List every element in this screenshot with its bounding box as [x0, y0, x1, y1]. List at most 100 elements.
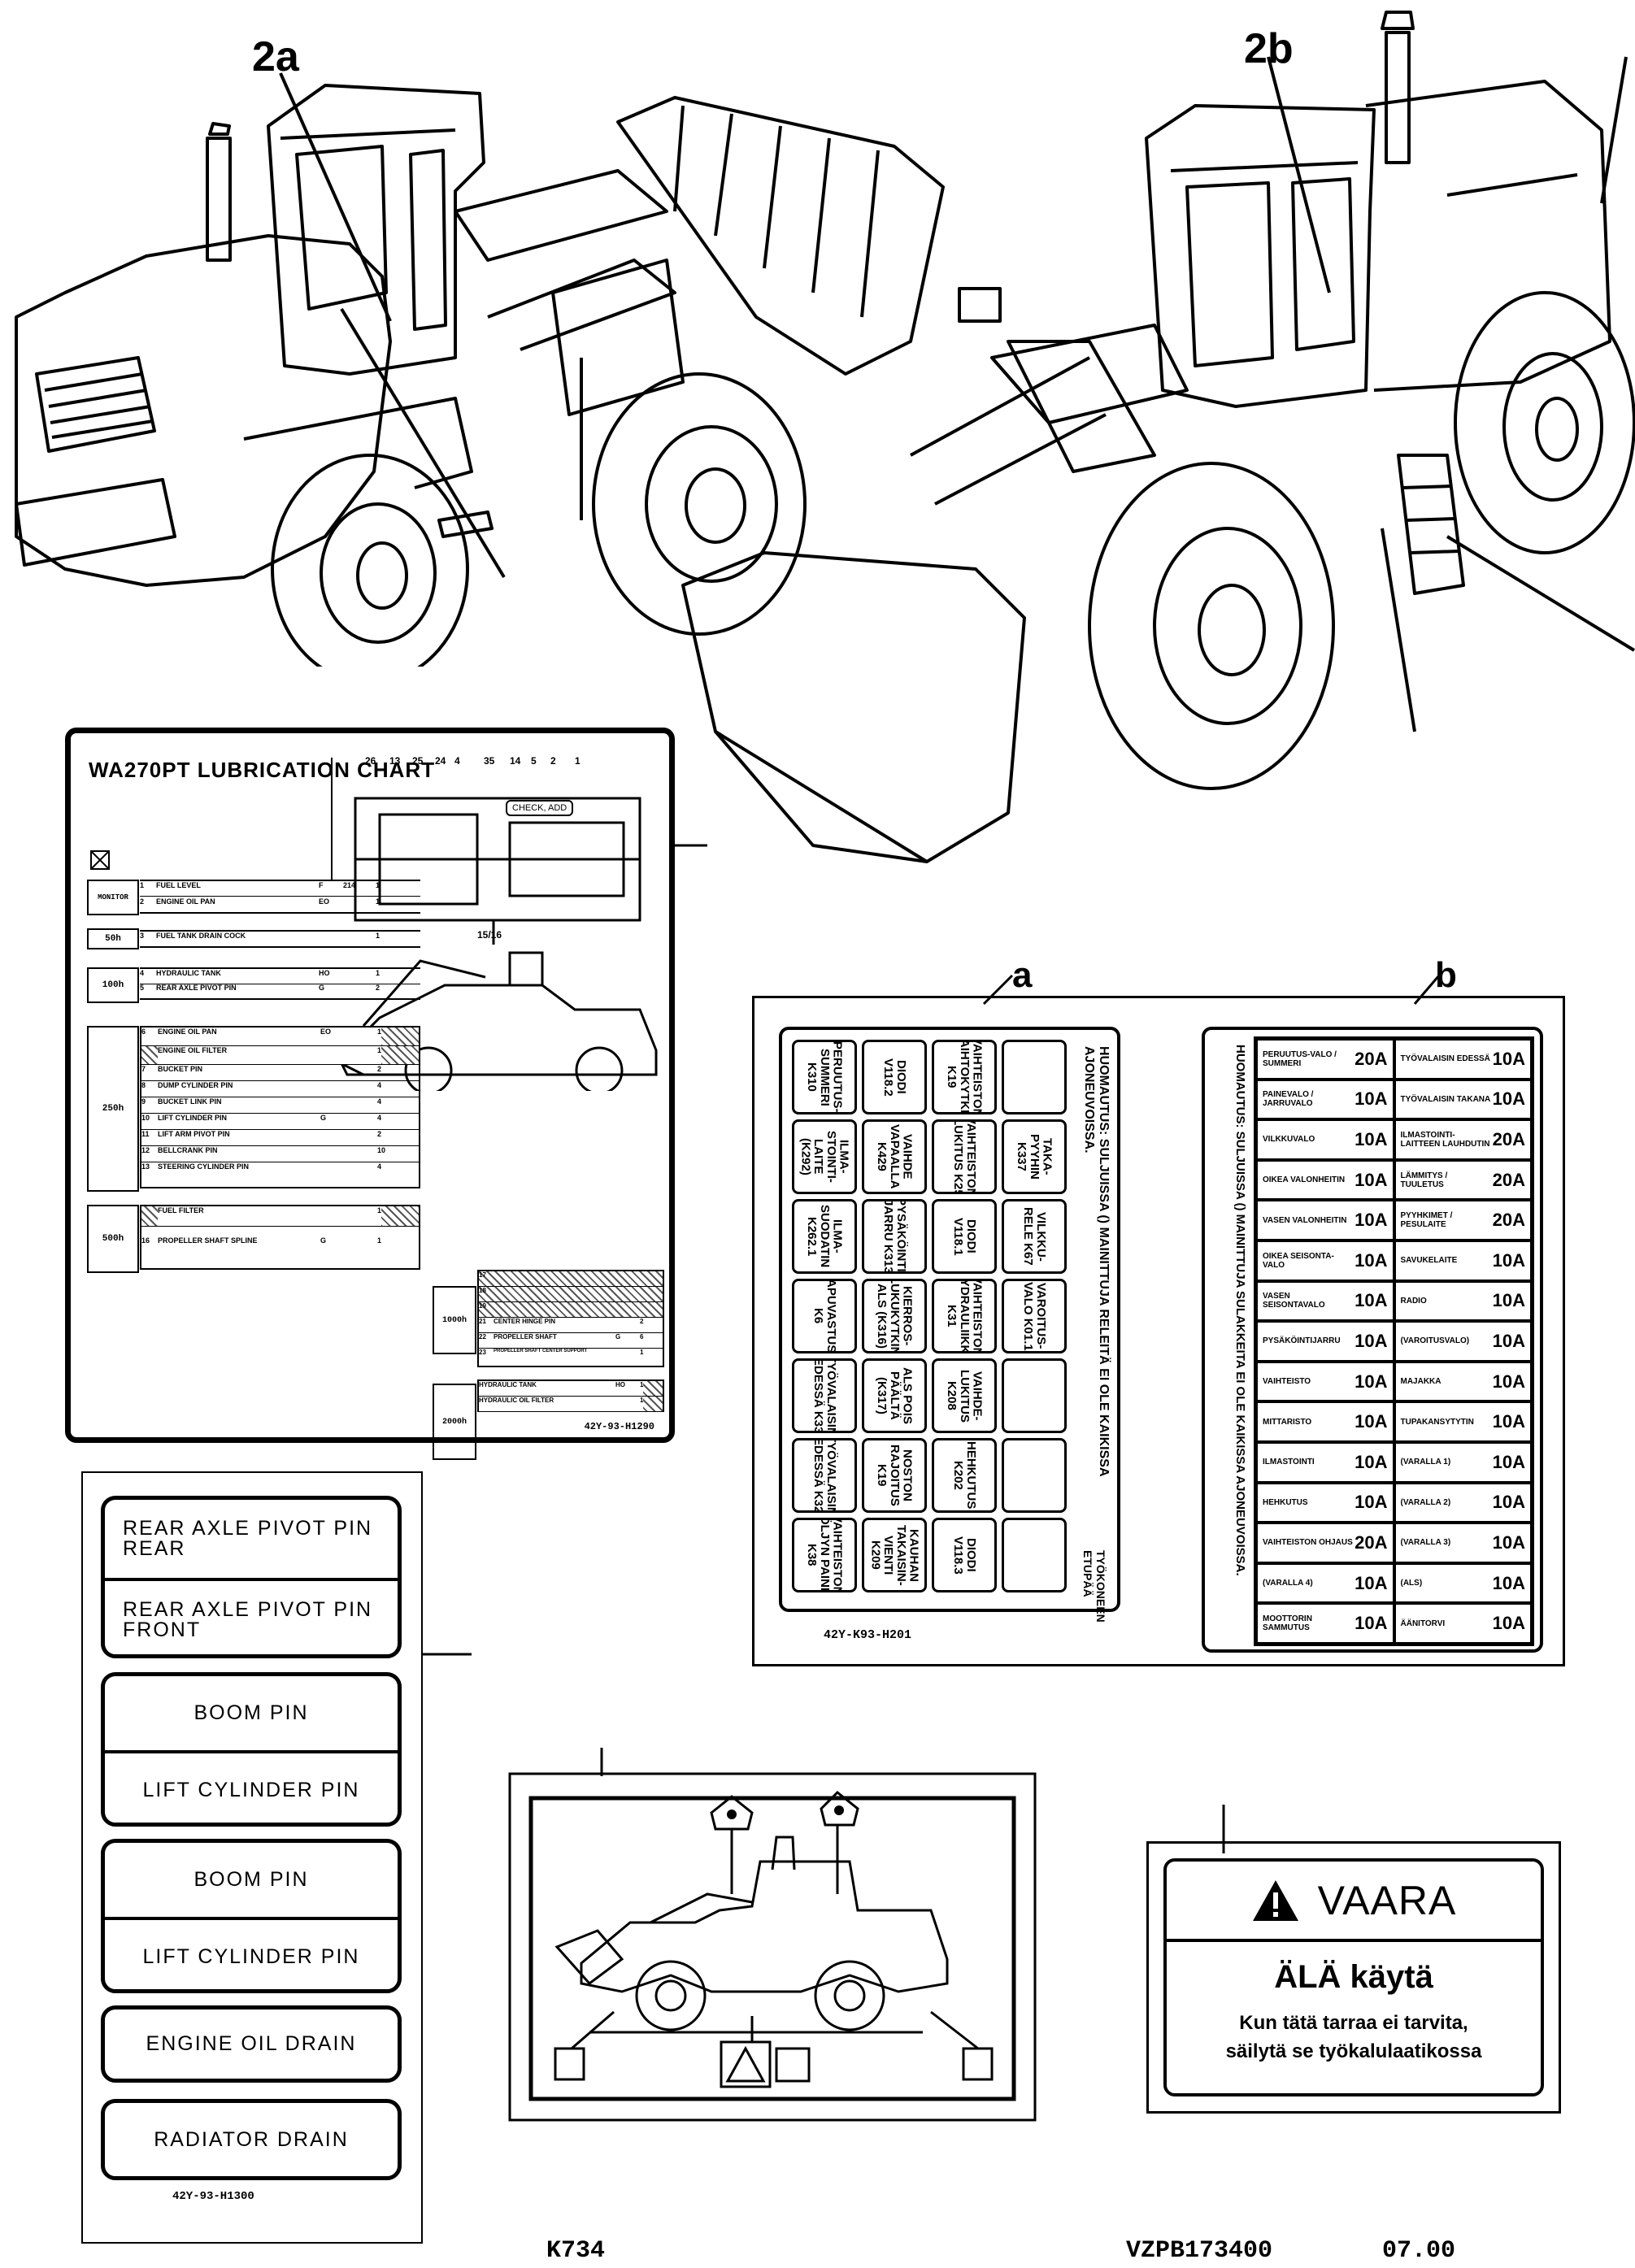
relay-grid: PERUUTUS-SUMMERI K310 DIODI V118.2 VAIHT…	[792, 1040, 1067, 1592]
position-label: 13	[389, 755, 401, 767]
plates-part-no: 42Y-93-H1300	[172, 2190, 254, 2203]
plate-rear-axle-rear: REAR AXLE PIVOT PIN REAR	[105, 1500, 398, 1581]
position-label: 26	[365, 755, 376, 767]
warning-line-1: Kun tätä tarraa ei tarvita,	[1239, 2012, 1468, 2034]
fuse-slot: (VARALLA 1)10A	[1394, 1441, 1532, 1483]
relay-slot: VAIHDE VAPAALLA K429	[862, 1119, 927, 1194]
relay-slot: PYSÄKÖINTI-JARRU K313	[862, 1199, 927, 1274]
relay-slot: VAIHTEISTON HYDRAULIIKKA K31	[932, 1279, 997, 1353]
relay-slot: DIODI V118.3	[932, 1518, 997, 1592]
panel-a-note: HUOMAUTUS: SULJUISSA () MAINITTUJA RELEI…	[1082, 1046, 1111, 1476]
relay-slot: KAUHAN TAKAISIN-VIENTI K209	[862, 1518, 927, 1592]
plate-lift-cylinder-pin: LIFT CYLINDER PIN	[142, 1945, 360, 1968]
position-label: 2	[550, 755, 556, 767]
interval-2000h: 2000h	[433, 1384, 476, 1460]
relay-slot	[1002, 1438, 1067, 1513]
panel-a-direction: TYÖKONEEN ETUPÄÄ	[1081, 1550, 1107, 1623]
fuse-panel-b: HUOMAUTUS: SULJUISSA () MAINITTUJA SULAK…	[1202, 1027, 1543, 1653]
grease-nipple-icon	[727, 1810, 737, 1819]
fuse-slot: (VARALLA 4)10A	[1256, 1562, 1394, 1604]
plate-rear-axle: REAR AXLE PIVOT PIN REAR REAR AXLE PIVOT…	[101, 1496, 402, 1658]
footer-figure-id: K734	[546, 2237, 606, 2265]
position-label: 25	[412, 755, 424, 767]
relay-slot	[1002, 1518, 1067, 1592]
pin-plates-sheet: REAR AXLE PIVOT PIN REAR REAR AXLE PIVOT…	[81, 1471, 423, 2244]
plate-boom-lift-1: BOOM PIN LIFT CYLINDER PIN	[101, 1672, 402, 1827]
panel-a-part-no: 42Y-K93-H201	[824, 1628, 912, 1642]
leader-line	[1222, 1805, 1225, 1853]
loader-front-view-illustration	[681, 11, 1635, 863]
callout-2a: 2a	[252, 33, 299, 80]
position-label: 14	[510, 755, 521, 767]
relay-slot: VAIHDE-LUKITUS K208	[932, 1358, 997, 1433]
lubrication-chart-title: WA270PT LUBRICATION CHART	[89, 758, 436, 782]
fuse-slot: (ALS)10A	[1394, 1562, 1532, 1604]
fuse-panel-a: PERUUTUS-SUMMERI K310 DIODI V118.2 VAIHT…	[779, 1027, 1120, 1623]
relay-slot: VAROITUS-VALO K01.1	[1002, 1279, 1067, 1353]
fuse-panels-plate: PERUUTUS-SUMMERI K310 DIODI V118.2 VAIHT…	[752, 996, 1565, 1666]
interval-500h: 500h	[87, 1205, 139, 1273]
relay-slot: ILMA-STOINTI-LAITE (K292)	[792, 1119, 857, 1194]
relay-slot: VILKKU-RELE K67	[1002, 1199, 1067, 1274]
footer-part-number: VZPB173400	[1126, 2237, 1273, 2265]
fuse-slot: (VARALLA 2)10A	[1394, 1482, 1532, 1523]
loader-rear-view-illustration	[15, 72, 945, 667]
footer-date: 07.00	[1382, 2237, 1456, 2265]
lubrication-table-left	[90, 850, 110, 870]
side-callout: 15/16	[477, 929, 502, 941]
relay-slot: VAIHTEISTON LUKITUS K25	[932, 1119, 997, 1194]
interval-50h: 50h	[87, 928, 139, 949]
warning-decal: VAARA ÄLÄ käytä Kun tätä tarraa ei tarvi…	[1146, 1841, 1561, 2114]
lubrication-chart-part-no: 42Y-93-H1290	[584, 1421, 654, 1432]
interval-250h: 250h	[87, 1026, 139, 1192]
relay-slot: DIODI V118.1	[932, 1199, 997, 1274]
warning-header: VAARA	[1167, 1862, 1541, 1942]
relay-slot: NOSTON RAJOITUS K19	[862, 1438, 927, 1513]
plate-lift-cylinder-pin: LIFT CYLINDER PIN	[142, 1779, 360, 1801]
check-add-label: CHECK, ADD	[506, 800, 574, 816]
machine-schematic: 26 13 25 24 4 35 14 5 2 1 15/16	[331, 755, 658, 1091]
lube-row: 18	[479, 1287, 663, 1302]
plate-boom-pin: BOOM PIN	[105, 1843, 398, 1920]
lube-row: 19	[479, 1302, 663, 1318]
leader-line	[423, 1653, 472, 1656]
plate-boom-lift-2: BOOM PIN LIFT CYLINDER PIN	[101, 1839, 402, 1993]
interval-100h: 100h	[87, 967, 139, 1003]
